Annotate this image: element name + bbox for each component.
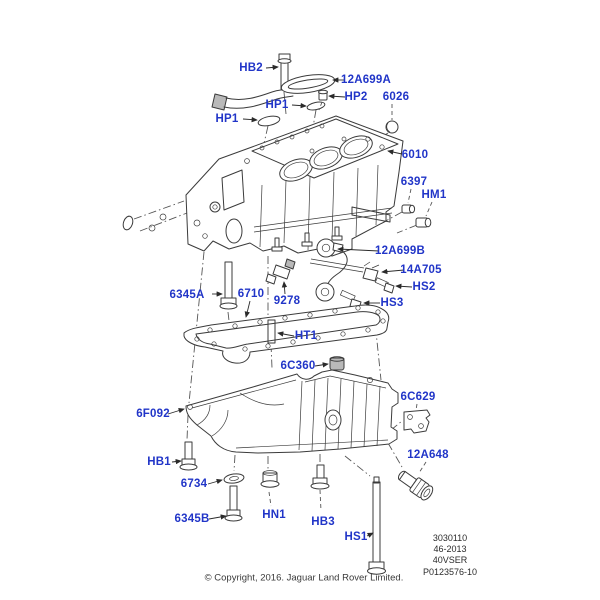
- callout-hs3: HS3: [380, 297, 404, 309]
- callout-6f092: 6F092: [136, 408, 170, 420]
- stud-6345a: [219, 261, 238, 310]
- plug-hp2: [318, 89, 328, 101]
- callout-hb3: HB3: [311, 516, 335, 528]
- callout-hp1-lower: HP1: [215, 113, 239, 125]
- callout-6c629: 6C629: [400, 391, 436, 403]
- cup-plug-6026: [385, 120, 399, 134]
- bolt-hb3: [310, 464, 330, 490]
- callout-hs2: HS2: [412, 281, 436, 293]
- bolt-hb2: [277, 53, 292, 90]
- bolt-hs2: [374, 277, 395, 294]
- plug-6c360: [329, 356, 345, 371]
- callout-6345b: 6345B: [174, 513, 210, 525]
- knock-sensors-12a699b: [315, 238, 348, 302]
- callout-hp2: HP2: [344, 91, 368, 103]
- callout-6010: 6010: [401, 149, 429, 161]
- oil-pan-gasket-drawing: [183, 304, 390, 364]
- copyright-notice: © Copyright, 2016. Jaguar Land Rover Lim…: [204, 572, 404, 584]
- plug-hm1: [415, 217, 432, 228]
- nut-hn1: [260, 470, 280, 488]
- callout-hp1-upper: HP1: [265, 99, 289, 111]
- callout-hb2: HB2: [239, 62, 263, 74]
- sensor-9278: [265, 258, 296, 285]
- callout-14a705: 14A705: [400, 264, 442, 276]
- sensor-12a648: [397, 470, 434, 501]
- ref-number-line3: 40VSER: [432, 555, 468, 565]
- leader-lines: [167, 64, 433, 538]
- stud-ht1: [267, 319, 276, 344]
- bolt-hs1: [367, 476, 386, 575]
- plug-hp1-lower: [257, 115, 281, 127]
- bracket-6c629: [403, 409, 431, 434]
- callout-hn1: HN1: [262, 509, 286, 521]
- engine-block-drawing: [122, 115, 404, 257]
- oil-level-tube-12a699a: [211, 74, 336, 111]
- callout-6734: 6734: [180, 478, 208, 490]
- washer-6734: [223, 473, 245, 484]
- oil-pan-drawing: [185, 369, 399, 454]
- plug-hp1-upper: [306, 101, 326, 111]
- bolt-hb1: [179, 441, 198, 471]
- callout-6397: 6397: [400, 176, 428, 188]
- ref-number-line2: 46-2013: [433, 544, 467, 554]
- callout-12a699b: 12A699B: [375, 245, 425, 257]
- sensor-14a705: [309, 258, 380, 282]
- ref-number-line4: P0123576-10: [422, 567, 478, 577]
- bolt-6345b: [224, 485, 243, 522]
- callout-9278: 9278: [273, 295, 301, 307]
- callout-12a648: 12A648: [407, 449, 449, 461]
- plug-6397: [401, 204, 416, 214]
- callout-6c360: 6C360: [280, 360, 316, 372]
- dowel-pin: [122, 215, 134, 231]
- callout-12a699a: 12A699A: [341, 74, 391, 86]
- callout-hm1: HM1: [421, 189, 447, 201]
- callout-hb1: HB1: [147, 456, 171, 468]
- callout-ht1: HT1: [294, 330, 318, 342]
- callout-6026: 6026: [382, 91, 410, 103]
- ref-number-line1: 3030110: [432, 533, 468, 543]
- callout-6345a: 6345A: [169, 289, 205, 301]
- callout-hs1: HS1: [344, 531, 368, 543]
- callout-6710: 6710: [237, 288, 265, 300]
- block-bottom-studs: [271, 226, 343, 252]
